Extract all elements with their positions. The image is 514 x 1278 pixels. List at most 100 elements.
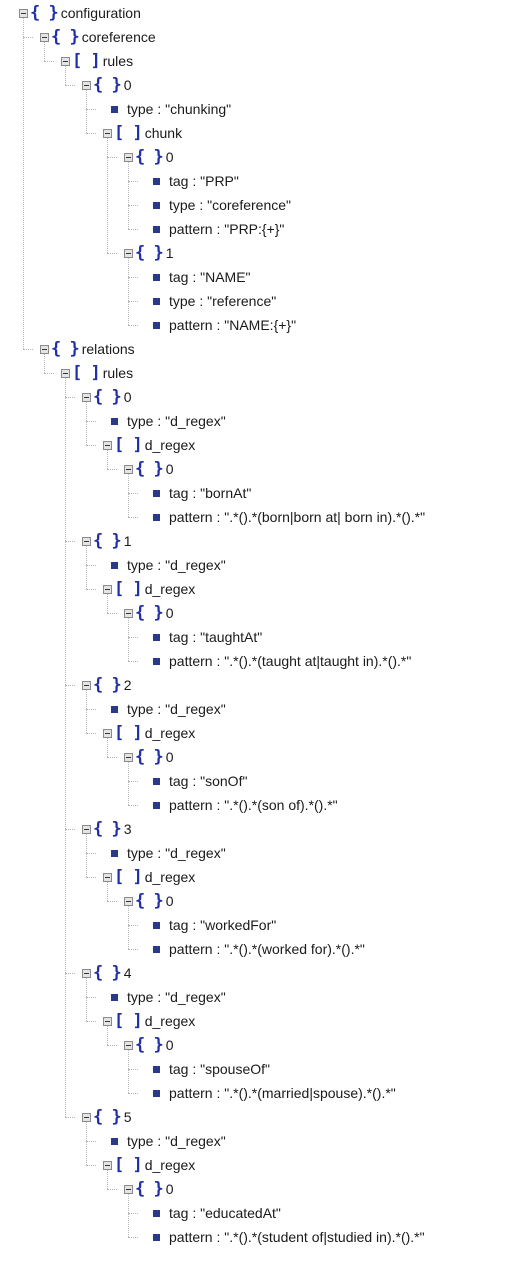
node-label: 5 [123, 1109, 132, 1125]
curly-braces-icon: { } [135, 1179, 164, 1199]
object-node-row[interactable]: { }0 [124, 889, 174, 913]
property-leaf-row: tag : "PRP" [153, 169, 239, 193]
tree-connector [65, 397, 75, 398]
curly-braces-icon: { } [93, 531, 122, 551]
property-label: tag : "spouseOf" [169, 1061, 270, 1077]
collapse-minus-icon[interactable] [124, 608, 133, 618]
collapse-minus-icon[interactable] [124, 896, 133, 906]
tree-connector [128, 762, 129, 805]
property-label: type : "chunking" [127, 101, 232, 117]
object-node-row[interactable]: { }0 [124, 601, 174, 625]
collapse-minus-icon[interactable] [82, 80, 91, 90]
curly-braces-icon: { } [135, 891, 164, 911]
node-label: 2 [123, 677, 132, 693]
collapse-minus-icon[interactable] [103, 872, 112, 882]
leaf-square-icon [153, 1089, 160, 1097]
tree-connector [23, 349, 33, 350]
object-node-row[interactable]: { }relations [40, 337, 135, 361]
collapse-minus-icon[interactable] [19, 8, 28, 18]
tree-connector [23, 37, 33, 38]
collapse-minus-icon[interactable] [82, 824, 91, 834]
collapse-minus-icon[interactable] [61, 368, 70, 378]
square-brackets-icon: [ ] [72, 363, 101, 383]
node-label: 0 [165, 149, 174, 165]
object-node-row[interactable]: { }0 [82, 385, 132, 409]
property-label: pattern : ".*().*(son of).*().*" [169, 797, 338, 813]
array-node-row[interactable]: [ ]d_regex [103, 721, 195, 745]
collapse-minus-icon[interactable] [103, 728, 112, 738]
object-node-row[interactable]: { }0 [82, 73, 132, 97]
square-brackets-icon: [ ] [72, 51, 101, 71]
tree-connector [44, 42, 45, 61]
collapse-minus-icon[interactable] [103, 1016, 112, 1026]
node-label: d_regex [144, 869, 196, 885]
array-node-row[interactable]: [ ]rules [61, 361, 133, 385]
collapse-minus-icon[interactable] [103, 1160, 112, 1170]
node-label: rules [102, 365, 134, 381]
node-label: coreference [81, 29, 156, 45]
node-label: 1 [165, 245, 174, 261]
node-label: chunk [144, 125, 183, 141]
object-node-row[interactable]: { }2 [82, 673, 132, 697]
tree-connector [128, 1069, 138, 1070]
node-label: 0 [165, 605, 174, 621]
collapse-minus-icon[interactable] [124, 1040, 133, 1050]
square-brackets-icon: [ ] [114, 435, 143, 455]
array-node-row[interactable]: [ ]chunk [103, 121, 182, 145]
array-node-row[interactable]: [ ]d_regex [103, 433, 195, 457]
leaf-square-icon [153, 945, 160, 953]
object-node-row[interactable]: { }0 [124, 1033, 174, 1057]
collapse-minus-icon[interactable] [82, 536, 91, 546]
collapse-minus-icon[interactable] [82, 392, 91, 402]
property-leaf-row: type : "d_regex" [111, 409, 226, 433]
collapse-minus-icon[interactable] [124, 752, 133, 762]
tree-connector [65, 1117, 75, 1118]
collapse-minus-icon[interactable] [124, 1184, 133, 1194]
collapse-minus-icon[interactable] [40, 32, 49, 42]
property-label: tag : "taughtAt" [169, 629, 263, 645]
leaf-square-icon [153, 513, 160, 521]
collapse-minus-icon[interactable] [82, 968, 91, 978]
leaf-square-icon [153, 801, 160, 809]
collapse-minus-icon[interactable] [40, 344, 49, 354]
collapse-minus-icon[interactable] [82, 680, 91, 690]
tree-connector [107, 882, 108, 901]
property-leaf-row: pattern : ".*().*(worked for).*().*" [153, 937, 365, 961]
object-node-row[interactable]: { }0 [124, 145, 174, 169]
square-brackets-icon: [ ] [114, 867, 143, 887]
property-leaf-row: tag : "bornAt" [153, 481, 251, 505]
object-node-row[interactable]: { }0 [124, 745, 174, 769]
array-node-row[interactable]: [ ]rules [61, 49, 133, 73]
collapse-minus-icon[interactable] [61, 56, 70, 66]
object-node-row[interactable]: { }1 [82, 529, 132, 553]
object-node-row[interactable]: { }4 [82, 961, 132, 985]
array-node-row[interactable]: [ ]d_regex [103, 1009, 195, 1033]
array-node-row[interactable]: [ ]d_regex [103, 865, 195, 889]
property-label: type : "d_regex" [127, 845, 226, 861]
leaf-square-icon [153, 1209, 160, 1217]
object-node-row[interactable]: { }5 [82, 1105, 132, 1129]
object-node-row[interactable]: { }1 [124, 241, 174, 265]
collapse-minus-icon[interactable] [103, 128, 112, 138]
collapse-minus-icon[interactable] [103, 440, 112, 450]
array-node-row[interactable]: [ ]d_regex [103, 1153, 195, 1177]
object-node-row[interactable]: { }3 [82, 817, 132, 841]
object-node-row[interactable]: { }0 [124, 457, 174, 481]
collapse-minus-icon[interactable] [103, 584, 112, 594]
property-leaf-row: type : "reference" [153, 289, 276, 313]
leaf-square-icon [111, 849, 118, 857]
property-leaf-row: type : "coreference" [153, 193, 291, 217]
object-node-row[interactable]: { }configuration [19, 1, 141, 25]
tree-connector [86, 709, 96, 710]
array-node-row[interactable]: [ ]d_regex [103, 577, 195, 601]
collapse-minus-icon[interactable] [124, 152, 133, 162]
property-leaf-row: pattern : ".*().*(student of|studied in)… [153, 1225, 425, 1249]
property-label: type : "coreference" [169, 197, 292, 213]
object-node-row[interactable]: { }0 [124, 1177, 174, 1201]
curly-braces-icon: { } [93, 963, 122, 983]
tree-connector [128, 1213, 138, 1214]
collapse-minus-icon[interactable] [124, 248, 133, 258]
collapse-minus-icon[interactable] [124, 464, 133, 474]
collapse-minus-icon[interactable] [82, 1112, 91, 1122]
object-node-row[interactable]: { }coreference [40, 25, 156, 49]
